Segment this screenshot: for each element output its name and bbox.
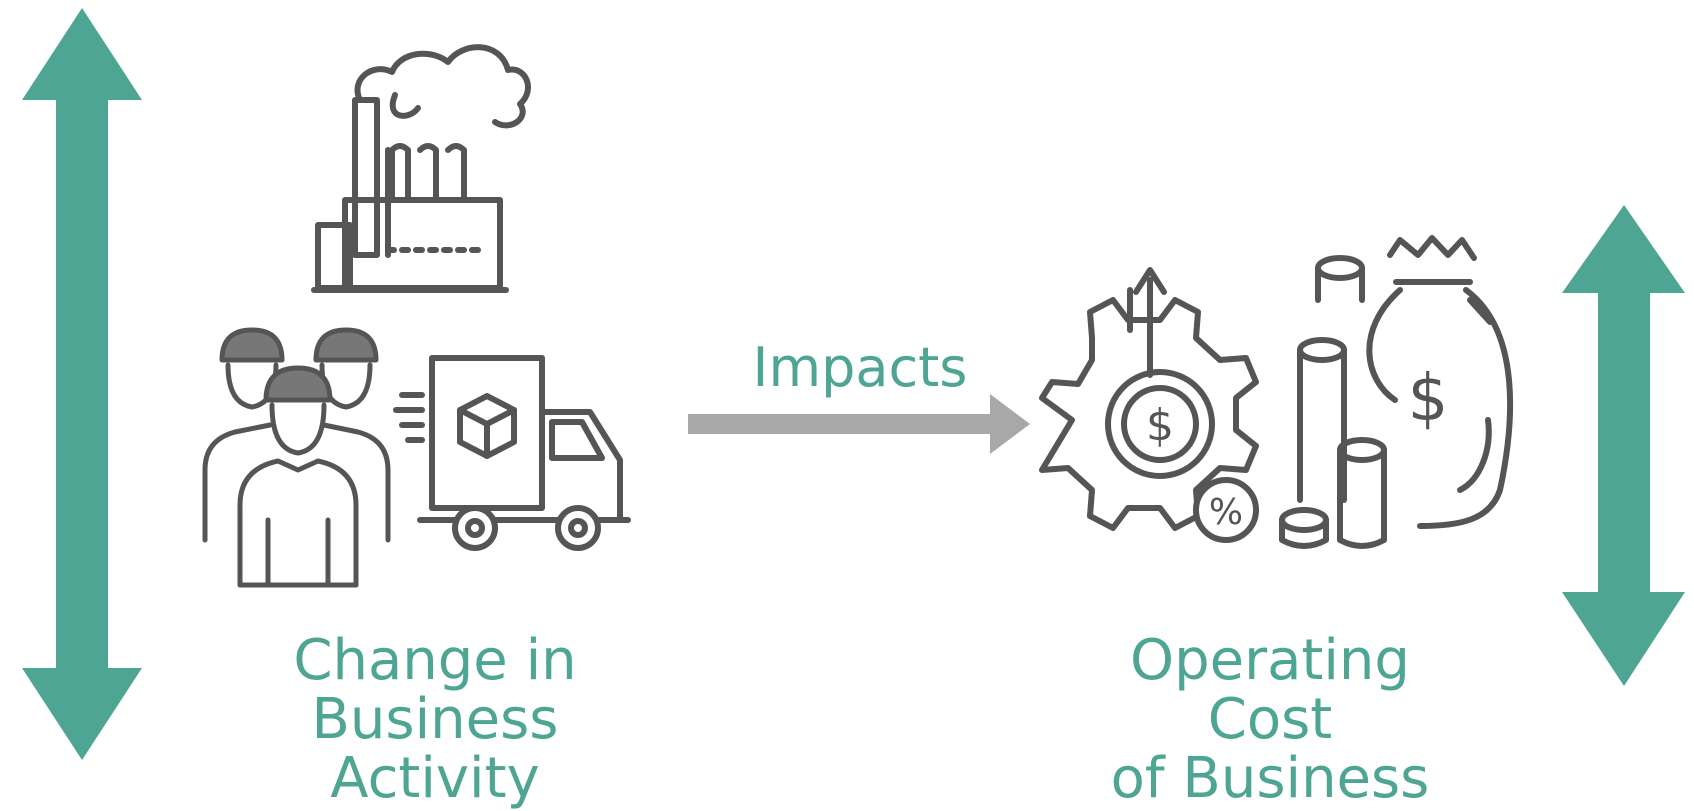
svg-text:$: $: [1146, 400, 1174, 451]
delivery-truck-icon: [393, 355, 631, 551]
right-label-line1: Operating Cost: [1130, 628, 1410, 752]
factory-icon: [311, 44, 531, 293]
workers-icon: [202, 327, 391, 588]
left-label-line1: Change in: [293, 628, 577, 693]
coin-stacks-icon: [1279, 255, 1387, 549]
right-label: Operating Cost of Business: [1060, 628, 1480, 811]
right-double-arrow: [1562, 205, 1685, 686]
svg-text:$: $: [1408, 362, 1449, 436]
svg-text:%: %: [1209, 492, 1243, 533]
impacts-label: Impacts: [752, 336, 968, 399]
left-double-arrow: [22, 8, 142, 760]
right-label-line2: of Business: [1110, 745, 1430, 811]
impacts-arrow: [688, 394, 1030, 454]
gear-dollar-icon: $ %: [1039, 267, 1259, 543]
money-bag-icon: $: [1366, 235, 1514, 529]
left-label: Change in Business Activity: [220, 628, 650, 811]
diagram-canvas: $ % $: [22, 8, 1685, 760]
left-label-line2: Business Activity: [311, 686, 559, 811]
